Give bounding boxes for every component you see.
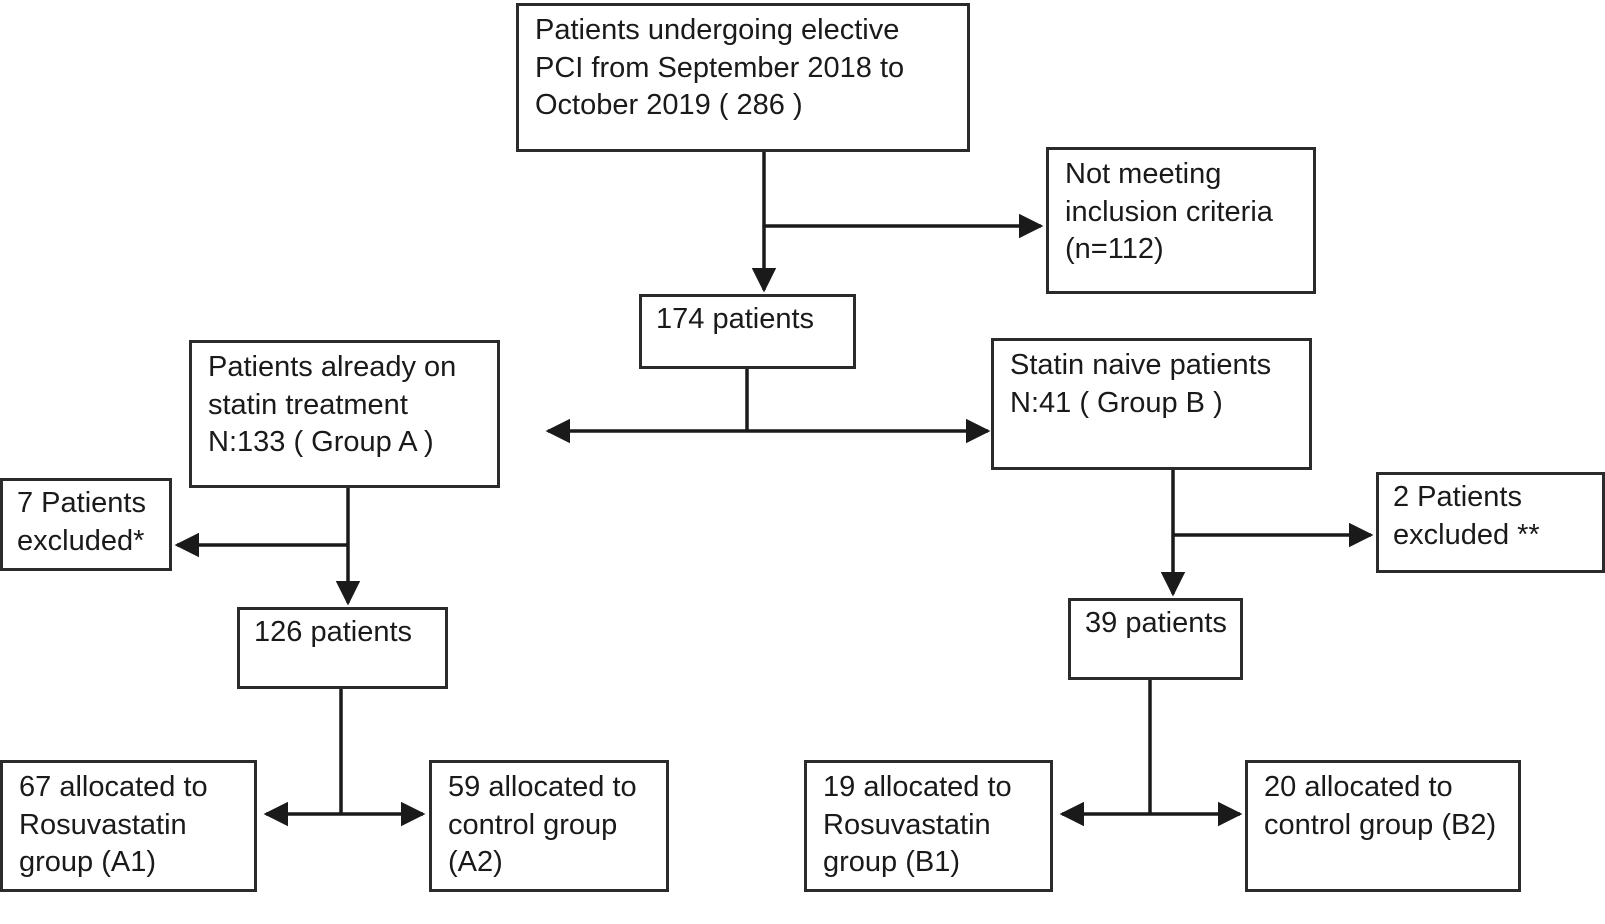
- node-arm-b1-rosuvastatin: 19 allocated to Rosuvastatin group (B1): [804, 760, 1053, 892]
- node-excluded-group-b: 2 Patients excluded **: [1376, 472, 1605, 573]
- node-eligible-patients: 174 patients: [639, 294, 856, 369]
- node-arm-a2-control: 59 allocated to control group (A2): [429, 760, 669, 892]
- node-excluded-group-a: 7 Patients excluded*: [0, 478, 172, 571]
- node-enrolled-patients: Patients undergoing elective PCI from Se…: [516, 3, 970, 152]
- node-arm-a1-rosuvastatin: 67 allocated to Rosuvastatin group (A1): [0, 760, 257, 892]
- node-group-b-statin-naive: Statin naive patients N:41 ( Group B ): [991, 338, 1312, 470]
- node-group-b-total: 39 patients: [1068, 598, 1243, 680]
- node-not-meeting-inclusion-criteria: Not meeting inclusion criteria (n=112): [1046, 147, 1316, 294]
- node-group-a-statin-treated: Patients already on statin treatment N:1…: [189, 340, 500, 488]
- node-group-a-total: 126 patients: [237, 607, 448, 689]
- node-arm-b2-control: 20 allocated to control group (B2): [1245, 760, 1521, 892]
